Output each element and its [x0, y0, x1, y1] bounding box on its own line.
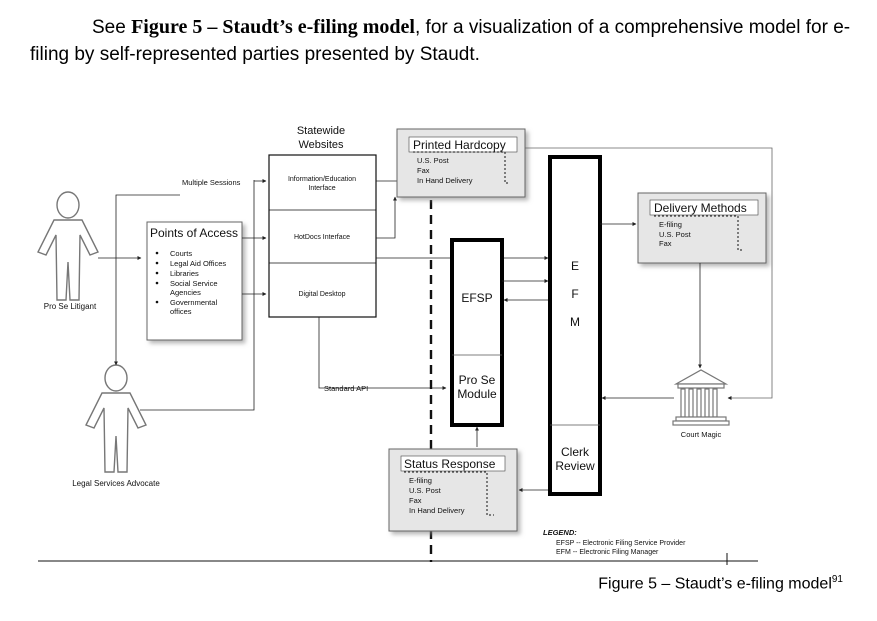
legend-efm: EFM -- Electronic Filing Manager [556, 549, 659, 556]
access-item-legal-aid: Legal Aid Offices [170, 259, 226, 268]
statewide-websites-box [268, 154, 377, 318]
legend-title: LEGEND: [543, 528, 577, 537]
printed-item-hand: In Hand Delivery [417, 176, 473, 185]
caption-footnote: 91 [831, 574, 843, 585]
legal-services-advocate-icon [85, 364, 147, 473]
access-item-offices: offices [170, 307, 192, 316]
status-item-post: U.S. Post [409, 486, 442, 495]
info-interface-line1: Information/Education [288, 176, 356, 183]
efm-box [548, 155, 602, 496]
advocate-to-access-connector [140, 180, 255, 411]
delivery-item-post: U.S. Post [659, 230, 692, 239]
access-item-governmental: Governmental [170, 298, 217, 307]
legal-services-advocate-label: Legal Services Advocate [72, 479, 160, 488]
efsp-label: EFSP [461, 291, 492, 305]
pro-se-litigant-icon [37, 191, 99, 301]
caption-text: Figure 5 – Staudt’s e-filing model [598, 575, 832, 593]
statewide-websites-title-2: Websites [298, 139, 344, 151]
standard-api-label: Standard API [324, 384, 368, 393]
intro-paragraph: See Figure 5 – Staudt’s e-filing model, … [30, 14, 860, 68]
access-item-courts: Courts [170, 249, 192, 258]
delivery-methods-title: Delivery Methods [654, 201, 747, 215]
legend-efsp: EFSP -- Electronic Filing Service Provid… [556, 540, 686, 547]
points-of-access-title: Points of Access [150, 226, 238, 240]
access-item-libraries: Libraries [170, 269, 199, 278]
pro-se-module-line2: Module [457, 387, 497, 401]
figure-caption: Figure 5 – Staudt’s e-filing model91 [598, 574, 843, 593]
points-of-access-list: Courts Legal Aid Offices Libraries Socia… [155, 249, 226, 316]
multiple-sessions-connector [115, 194, 180, 258]
info-interface-line2: Interface [308, 185, 335, 192]
clerk-review-line2: Review [555, 459, 595, 473]
efm-letter-e: E [571, 259, 579, 273]
clerk-review-line1: Clerk [561, 445, 590, 459]
status-item-efiling: E-filing [409, 476, 432, 485]
status-item-fax: Fax [409, 496, 422, 505]
printed-to-court-connector [525, 147, 773, 400]
intro-prefix: See [92, 17, 132, 38]
delivery-item-fax: Fax [659, 239, 672, 248]
digital-desktop-label: Digital Desktop [298, 291, 345, 298]
points-of-access-box [146, 221, 243, 341]
printed-hardcopy-title: Printed Hardcopy [413, 138, 506, 152]
court-magic-label: Court Magic [681, 430, 722, 439]
access-item-social-service: Social Service [170, 279, 218, 288]
efm-letter-f: F [571, 287, 578, 301]
statewide-websites-title-1: Statewide [297, 125, 345, 137]
printed-item-post: U.S. Post [417, 156, 450, 165]
multiple-sessions-label: Multiple Sessions [182, 178, 241, 187]
efsp-box [450, 238, 504, 427]
figure-reference: Figure 5 – Staudt’s e-filing model [131, 16, 415, 38]
delivery-item-efiling: E-filing [659, 220, 682, 229]
status-item-hand: In Hand Delivery [409, 506, 465, 515]
hotdocs-interface-label: HotDocs Interface [294, 234, 350, 241]
access-item-agencies: Agencies [170, 288, 201, 297]
pro-se-module-line1: Pro Se [459, 373, 496, 387]
standard-api-connector [318, 317, 447, 390]
court-building-icon [672, 369, 730, 426]
efm-letter-m: M [570, 315, 580, 329]
hotdocs-to-printed-arrow [376, 196, 397, 239]
printed-item-fax: Fax [417, 166, 430, 175]
pro-se-litigant-label: Pro Se Litigant [44, 302, 97, 311]
intro-suffix: , for a visualization of a comprehensive… [30, 17, 851, 65]
status-response-title: Status Response [404, 457, 496, 471]
